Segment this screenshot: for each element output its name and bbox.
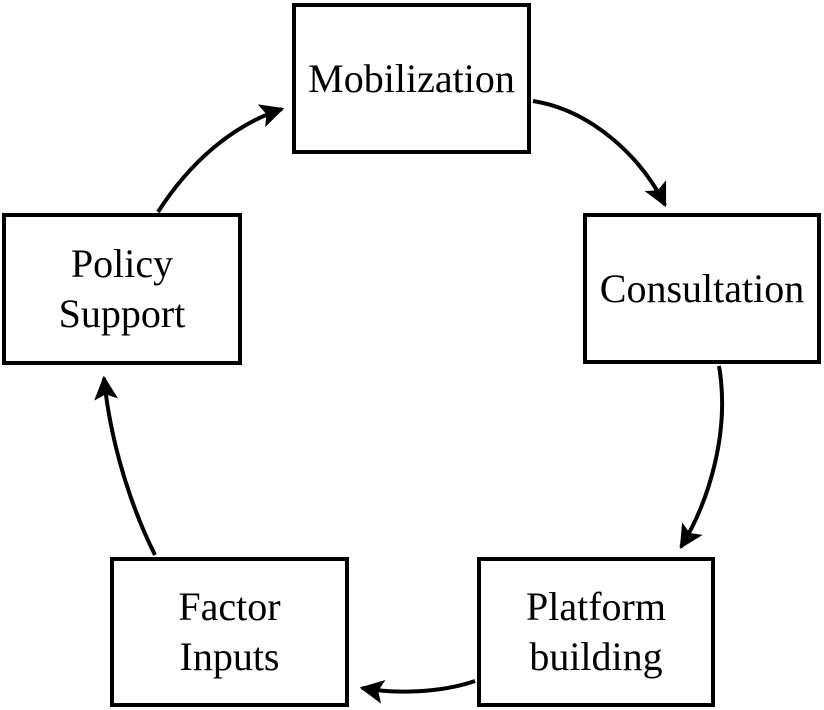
- arrow-consultation-to-platform-building: [679, 365, 725, 550]
- arrow-policy-support-to-mobilization: [156, 104, 285, 214]
- node-factor-inputs-label: Factor Inputs: [178, 584, 281, 679]
- node-mobilization[interactable]: Mobilization: [292, 3, 531, 154]
- arrow-mobilization-to-consultation: [532, 99, 667, 208]
- node-mobilization-label: Mobilization: [308, 55, 515, 101]
- node-policy-support[interactable]: Policy Support: [2, 213, 242, 365]
- node-factor-inputs[interactable]: Factor Inputs: [110, 557, 349, 707]
- arrow-platform-building-to-factor-inputs: [359, 679, 476, 704]
- node-consultation[interactable]: Consultation: [583, 213, 821, 364]
- node-platform-building[interactable]: Platform building: [477, 557, 715, 707]
- arrow-factor-inputs-to-policy-support: [94, 375, 157, 556]
- node-platform-building-label: Platform building: [526, 584, 666, 679]
- node-policy-support-label: Policy Support: [58, 241, 186, 336]
- node-consultation-label: Consultation: [599, 265, 805, 311]
